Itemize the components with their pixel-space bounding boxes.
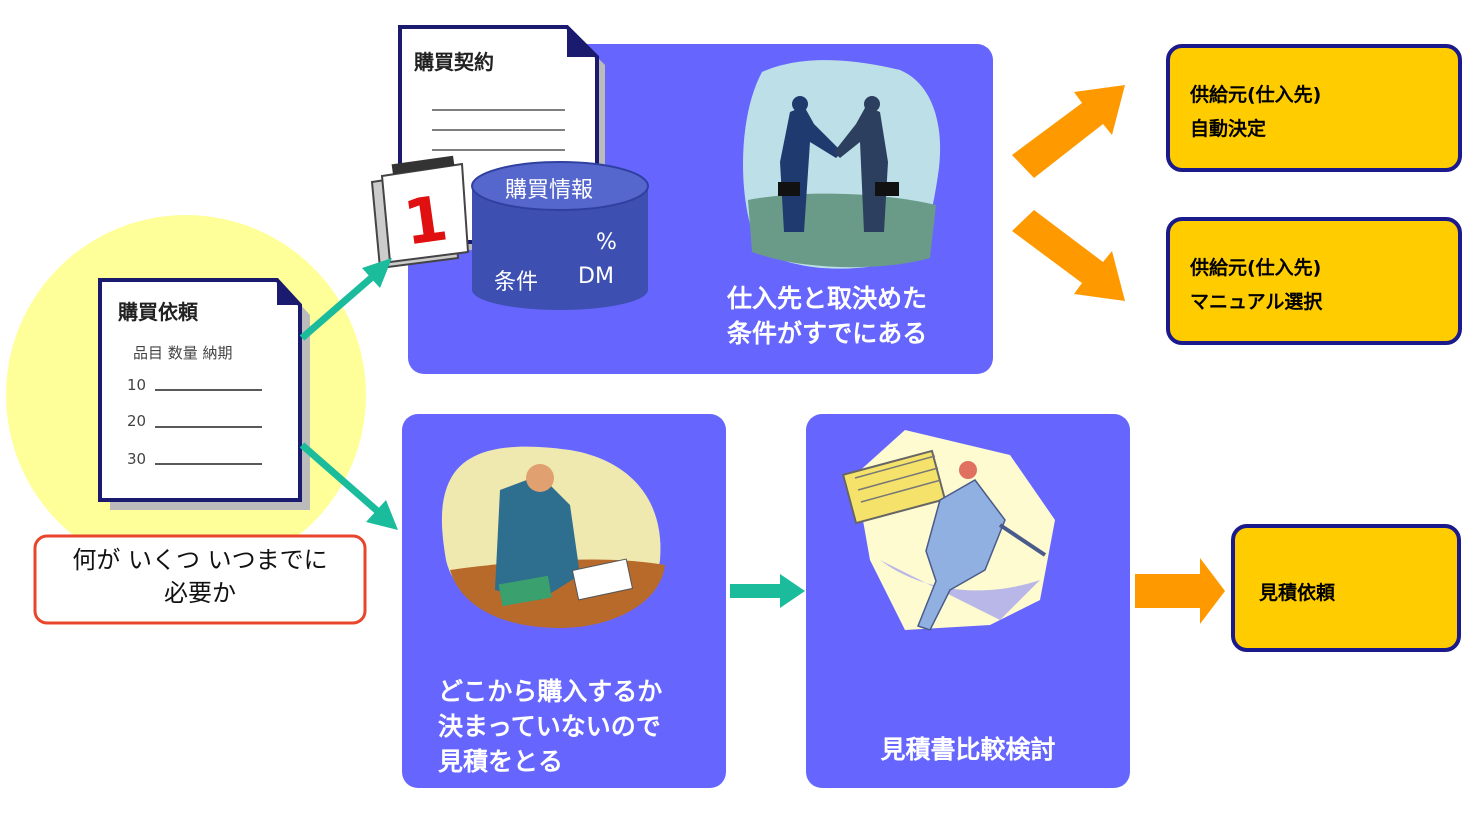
teal-arrow-right xyxy=(730,574,805,608)
result-auto-line1: 供給元(仕入先) xyxy=(1190,84,1322,106)
teal-arrow-down xyxy=(299,442,398,530)
compare-label: 見積書比較検討 xyxy=(880,735,1056,764)
database-condition: 条件 xyxy=(494,270,539,295)
contract-text-line2: 条件がすでにある xyxy=(727,319,928,348)
calendar-icon xyxy=(370,155,470,270)
result-auto-line2: 自動決定 xyxy=(1190,118,1267,140)
orange-arrow-up-right xyxy=(1012,85,1125,178)
requirement-caption-line1: 何が いくつ いつまでに xyxy=(72,546,328,574)
no-supplier-line2: 決まっていないので xyxy=(438,712,661,741)
purchase-request-title: 購買依頼 xyxy=(118,300,198,324)
result-manual-box: 供給元(仕入先) マニュアル選択 xyxy=(1166,217,1462,345)
orange-arrow-down-right xyxy=(1012,210,1125,301)
contract-title: 購買契約 xyxy=(414,50,494,74)
purchase-request-row-20: 20 xyxy=(127,412,147,430)
caption-box xyxy=(33,534,367,625)
result-rfq-label: 見積依頼 xyxy=(1259,582,1336,604)
purchase-request-row-30: 30 xyxy=(127,450,147,468)
flying-man-clipart xyxy=(841,430,1055,631)
contract-text-line1: 仕入先と取決めた xyxy=(727,284,928,313)
database-dm: DM xyxy=(578,264,614,289)
database-percent: % xyxy=(596,230,617,255)
purchase-request-columns: 品目 数量 納期 xyxy=(133,344,233,362)
thinking-man-clipart xyxy=(441,446,665,628)
requirement-caption-line2: 必要か xyxy=(164,579,236,607)
database-icon xyxy=(471,161,649,310)
orange-arrow-right xyxy=(1135,558,1225,624)
no-supplier-line3: 見積をとる xyxy=(438,747,564,776)
purchase-request-document xyxy=(98,278,310,510)
database-label: 購買情報 xyxy=(505,178,594,203)
result-manual-line1: 供給元(仕入先) xyxy=(1190,257,1322,279)
teal-arrow-up xyxy=(299,258,392,341)
result-manual-line2: マニュアル選択 xyxy=(1190,291,1323,313)
contract-text: 仕入先と取決めた 条件がすでにある xyxy=(727,281,927,351)
result-rfq-box: 見積依頼 xyxy=(1231,524,1461,652)
purchase-request-row-10: 10 xyxy=(127,376,147,394)
no-supplier-line1: どこから購入するか xyxy=(438,677,663,706)
handshake-clipart xyxy=(743,60,941,269)
result-auto-box: 供給元(仕入先) 自動決定 xyxy=(1166,44,1462,172)
no-supplier-text: どこから購入するか 決まっていないので 見積をとる xyxy=(438,674,662,779)
requirement-caption: 何が いくつ いつまでに 必要か xyxy=(35,544,365,610)
